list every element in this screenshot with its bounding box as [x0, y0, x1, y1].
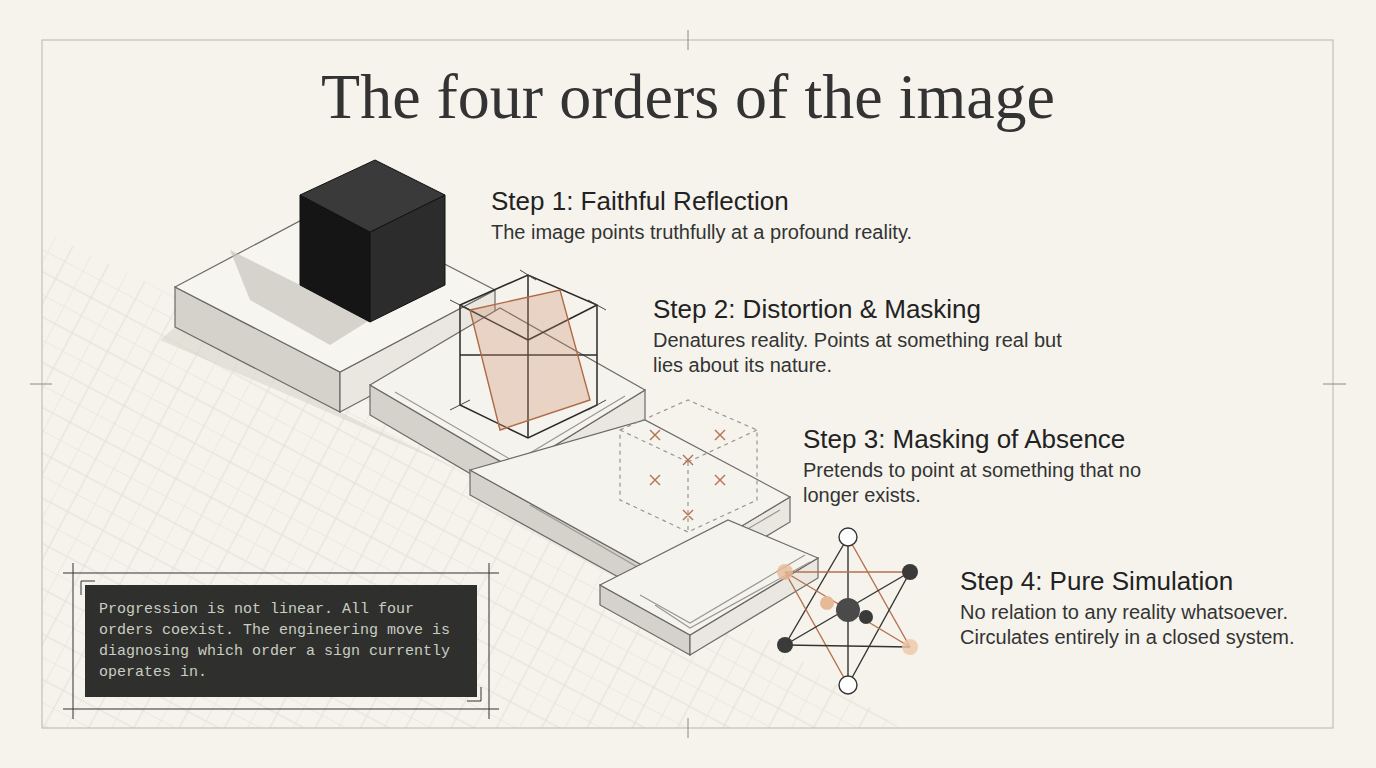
step-heading: Step 2: Distortion & Masking: [653, 294, 1073, 325]
cross-marks: [650, 430, 725, 520]
dashed-cube: [620, 400, 757, 532]
wireframe-cube: [450, 270, 606, 438]
solid-cube: [300, 160, 445, 322]
crop-marks: [63, 563, 499, 719]
step-heading: Step 4: Pure Simulation: [960, 566, 1320, 597]
frame: [42, 40, 1333, 728]
title: The four orders of the image: [0, 60, 1376, 134]
simulation-network: [777, 528, 918, 694]
step-heading: Step 1: Faithful Reflection: [491, 186, 911, 217]
step-description: The image points truthfully at a profoun…: [491, 220, 931, 245]
step-description: No relation to any reality whatsoever. C…: [960, 600, 1330, 650]
note-box: Progression is not linear. All four orde…: [85, 585, 477, 697]
platform-4: [600, 520, 818, 655]
step-heading: Step 3: Masking of Absence: [803, 424, 1223, 455]
step-description: Denatures reality. Points at something r…: [653, 328, 1073, 378]
registration-ticks: [30, 30, 1346, 738]
note-text: Progression is not linear. All four orde…: [99, 599, 463, 683]
step-description: Pretends to point at something that no l…: [803, 458, 1143, 508]
